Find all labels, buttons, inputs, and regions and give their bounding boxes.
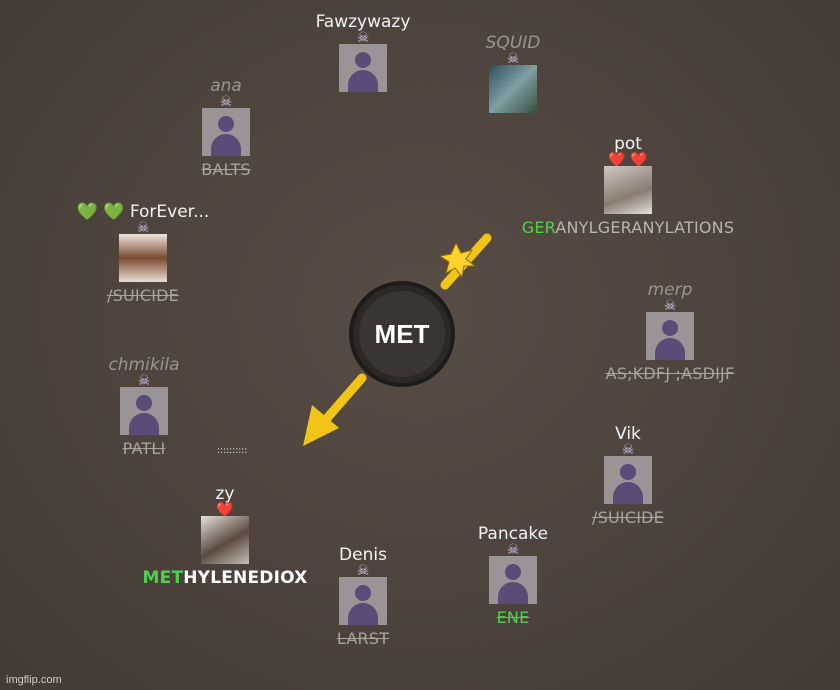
player-name: SQUID [485, 33, 541, 53]
player-squid: SQUID ☠ [463, 33, 563, 113]
typing-indicator: :::::::::: [217, 446, 248, 456]
skull-icon: ☠ [137, 373, 151, 389]
player-pot: pot ❤️ ❤️ GERANYLGERANYLATIONS [498, 134, 758, 237]
skull-icon: ☠ [506, 51, 520, 67]
pointer-shaft [317, 373, 367, 429]
last-word: PATLI [122, 439, 166, 458]
last-word: LARST [336, 629, 390, 648]
player-forever: 💚 💚 ForEver... ☠ /SUICIDE [72, 202, 214, 305]
avatar [646, 312, 694, 360]
watermark: imgflip.com [6, 674, 62, 686]
last-word: ENE [496, 608, 530, 627]
current-word: METHYLENEDIOX [142, 568, 308, 588]
avatar [339, 577, 387, 625]
avatar [339, 44, 387, 92]
avatar [119, 234, 167, 282]
avatar [120, 387, 168, 435]
last-word: /SUICIDE [592, 508, 664, 527]
player-name: zy [215, 484, 235, 504]
avatar [202, 108, 250, 156]
player-zy: zy ❤️ METHYLENEDIOX [135, 484, 315, 588]
skull-icon: ☠ [663, 298, 677, 314]
player-name: 💚 💚 ForEver... [76, 202, 210, 222]
bomb-core: MET [359, 291, 445, 377]
skull-icon: ☠ [219, 94, 233, 110]
skull-icon: ☠ [506, 542, 520, 558]
skull-icon: ☠ [136, 220, 150, 236]
skull-icon: ☠ [356, 563, 370, 579]
last-word: AS;KDFJ ;ASDIJF [605, 364, 735, 383]
player-name: merp [647, 280, 693, 300]
bomb: MET [349, 281, 455, 387]
player-name: Vik [615, 424, 641, 444]
player-name: Denis [339, 545, 387, 565]
avatar [489, 556, 537, 604]
player-name: pot [614, 134, 642, 154]
player-chmikila: chmikila ☠ PATLI [94, 355, 194, 458]
avatar [604, 456, 652, 504]
current-word: GERANYLGERANYLATIONS [521, 218, 735, 237]
avatar [201, 516, 249, 564]
avatar [489, 65, 537, 113]
player-merp: merp ☠ AS;KDFJ ;ASDIJF [582, 280, 758, 383]
player-name: Pancake [477, 524, 549, 544]
skull-icon: ☠ [356, 30, 370, 46]
player-name: ana [210, 76, 242, 96]
heart-icon: ❤️ ❤️ [608, 152, 648, 168]
heart-icon: ❤️ [216, 502, 234, 518]
prompt-syllable: MET [374, 318, 430, 349]
player-name: Fawzywazy [315, 12, 411, 32]
last-word: /SUICIDE [107, 286, 179, 305]
skull-icon: ☠ [621, 442, 635, 458]
avatar [604, 166, 652, 214]
pointer-arrowhead [303, 405, 339, 446]
player-pancake: Pancake ☠ ENE [463, 524, 563, 627]
green-heart-icon: 💚 💚 [76, 202, 125, 222]
player-fawzywazy: Fawzywazy ☠ [305, 12, 421, 92]
last-word: BALTS [201, 160, 251, 179]
player-vik: Vik ☠ /SUICIDE [568, 424, 688, 527]
player-denis: Denis ☠ LARST [313, 545, 413, 648]
spark-icon [438, 241, 477, 279]
player-ana: ana ☠ BALTS [176, 76, 276, 179]
player-name: chmikila [108, 355, 180, 375]
